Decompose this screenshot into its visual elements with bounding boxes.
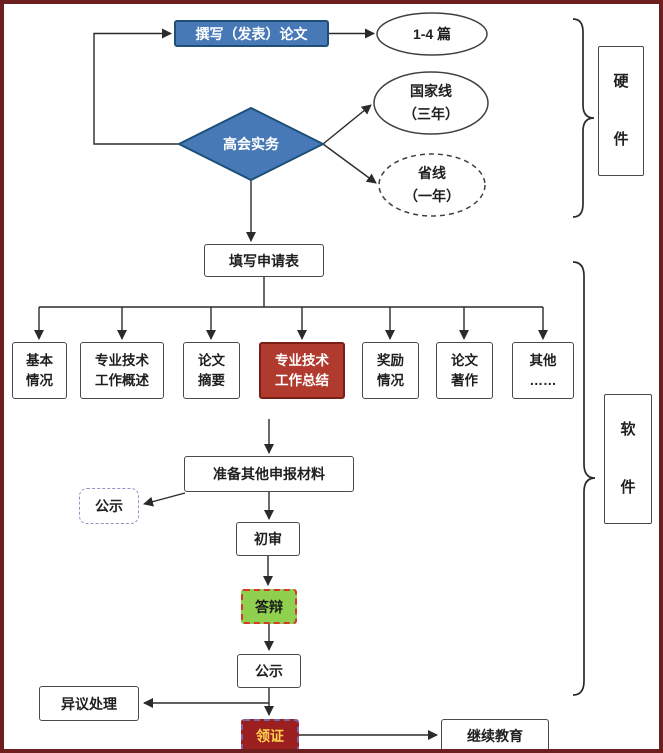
node-paper-abstract: 论文 摘要 xyxy=(183,342,240,399)
node-objection-handling: 异议处理 xyxy=(39,686,139,721)
node-software-label: 软 件 xyxy=(604,394,652,524)
node-fill-form: 填写申请表 xyxy=(204,244,324,277)
node-awards: 奖励 情况 xyxy=(362,342,419,399)
hardware-brace xyxy=(572,18,595,218)
flow-arrows xyxy=(34,28,548,740)
node-first-review: 初审 xyxy=(236,522,300,556)
decision-diamond-shape xyxy=(176,106,326,182)
papers-count-ellipse xyxy=(376,12,488,56)
node-others: 其他 …… xyxy=(512,342,574,399)
node-prepare-materials: 准备其他申报材料 xyxy=(184,456,354,492)
node-work-summary: 专业技术 工作总结 xyxy=(259,342,345,399)
node-get-certificate: 领证 xyxy=(241,719,299,749)
node-provincial-line: 省线 （一年） xyxy=(404,165,460,204)
node-continuing-education: 继续教育 xyxy=(441,719,549,749)
node-publicity-second: 公示 xyxy=(237,654,301,688)
node-publicity-first: 公示 xyxy=(79,488,139,524)
node-senior-practice: 高会实务 xyxy=(223,135,279,152)
node-basic-info: 基本 情况 xyxy=(12,342,67,399)
node-papers-count: 1-4 篇 xyxy=(412,25,452,42)
national-line-ellipse xyxy=(373,71,489,135)
connector-layer xyxy=(34,12,596,740)
software-brace xyxy=(572,261,596,696)
provincial-line-ellipse xyxy=(378,153,486,217)
node-defense: 答辩 xyxy=(241,589,297,624)
node-papers-works: 论文 著作 xyxy=(436,342,493,399)
node-national-line: 国家线 （三年） xyxy=(403,83,459,122)
node-write-paper: 撰写（发表）论文 xyxy=(174,20,329,47)
node-hardware-label: 硬 件 xyxy=(598,46,644,176)
node-work-overview: 专业技术 工作概述 xyxy=(80,342,164,399)
